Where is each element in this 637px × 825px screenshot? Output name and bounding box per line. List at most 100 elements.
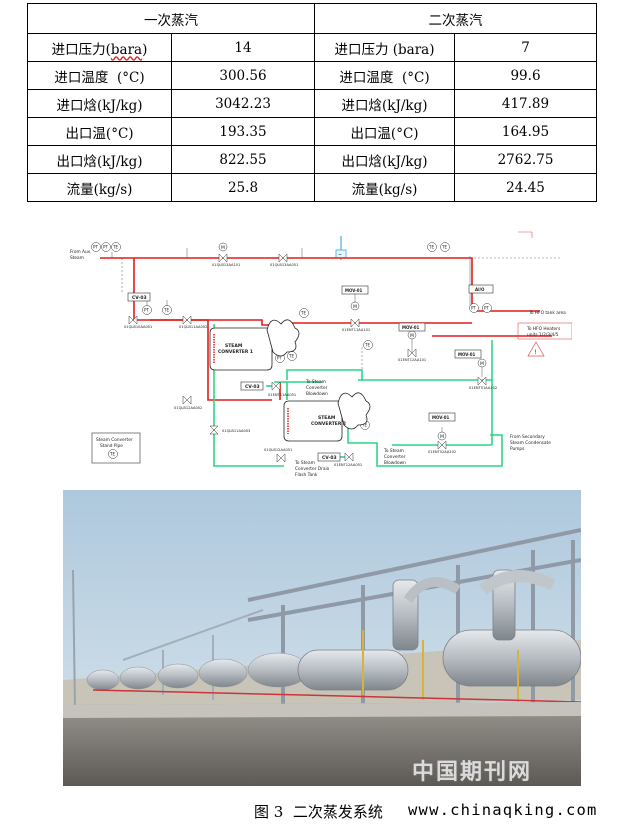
te-indicator: TE [428, 243, 437, 252]
pt-indicator: PT [470, 304, 479, 313]
pt-indicator: PT [102, 243, 111, 252]
svg-text:TE: TE [163, 308, 169, 313]
svg-text:M: M [410, 333, 414, 339]
mov01-box: MOV-01 [455, 350, 481, 358]
secondary-steam-process-diagram: ~ PT PT TE TE TE PT TE TE PT PT TE PT [62, 222, 572, 484]
te-indicator: TE [163, 306, 172, 315]
svg-text:TE: TE [109, 452, 115, 457]
svg-text:units 1/2/3/4/5: units 1/2/3/4/5 [527, 332, 559, 338]
svg-text:MOV-01: MOV-01 [458, 352, 476, 357]
motor-icon: M [219, 243, 227, 251]
svg-text:CV-03: CV-03 [322, 455, 337, 461]
svg-text:01ENT12AA101: 01ENT12AA101 [398, 358, 426, 362]
secondary-label: 流量(kg/s) [315, 174, 455, 202]
secondary-label: 出口焓(kJ/kg) [315, 146, 455, 174]
svg-text:TE: TE [364, 343, 370, 348]
valve-icon [183, 316, 191, 324]
svg-text:01ENT11AA051: 01ENT11AA051 [268, 393, 296, 397]
valve-icon [478, 377, 486, 385]
steam-converter-1: STEAM CONVERTER 1 [210, 320, 299, 370]
svg-text:CONVERTER 2: CONVERTER 2 [311, 421, 346, 427]
primary-label: 流量(kg/s) [28, 174, 172, 202]
svg-text:PT: PT [484, 306, 489, 311]
svg-text:Steam: Steam [70, 255, 84, 261]
svg-text:CV-03: CV-03 [132, 295, 147, 301]
primary-value: 193.35 [172, 118, 315, 146]
cv03-box: CV-03 [241, 382, 263, 390]
svg-text:01QLB13AA051: 01QLB13AA051 [270, 263, 298, 267]
svg-text:01QLB12AA051: 01QLB12AA051 [264, 448, 292, 452]
table-row: 出口温(°C) 193.35 出口温(°C) 164.95 [28, 118, 597, 146]
svg-text:Converter: Converter [306, 385, 328, 391]
table-header-row: 一次蒸汽 二次蒸汽 [28, 4, 597, 34]
svg-text:MOV-01: MOV-01 [402, 325, 420, 330]
table-row: 进口焓(kJ/kg) 3042.23 进口焓(kJ/kg) 417.89 [28, 90, 597, 118]
steam-converter-2: STEAM CONVERTER 2 [284, 393, 370, 441]
svg-text:CV-03: CV-03 [245, 384, 260, 390]
svg-text:To Steam: To Steam [294, 460, 315, 466]
svg-text:01ENT51AA102: 01ENT51AA102 [469, 386, 497, 390]
svg-text:Flash Tank: Flash Tank [295, 472, 318, 478]
svg-text:01QLB13AA101: 01QLB13AA101 [212, 263, 240, 267]
valve-icon [277, 454, 285, 462]
svg-text:01QLB11AA002: 01QLB11AA002 [179, 325, 207, 329]
svg-text:To Steam: To Steam [383, 448, 404, 454]
aux-line: ~ [336, 236, 346, 260]
aio-box: AI/O [469, 285, 493, 293]
svg-text:M: M [440, 434, 444, 440]
cv03-box: CV-03 [318, 453, 340, 461]
svg-text:M: M [480, 361, 484, 367]
secondary-label: 进口温度 (°C) [315, 62, 455, 90]
svg-text:Pumps: Pumps [510, 446, 525, 452]
svg-text:To HFO tank area: To HFO tank area [528, 310, 566, 316]
te-indicator: TE [300, 309, 309, 318]
valve-icon [129, 316, 137, 324]
secondary-value: 417.89 [455, 90, 597, 118]
svg-text:CONVERTER 1: CONVERTER 1 [218, 349, 253, 355]
primary-value: 822.55 [172, 146, 315, 174]
te-indicator: TE [112, 243, 121, 252]
secondary-label: 出口温(°C) [315, 118, 455, 146]
steam-parameter-table: 一次蒸汽 二次蒸汽 进口压力(bara) 14 进口压力 (bara) 7 进口… [27, 3, 597, 202]
photo-watermark: 中国期刊网 [412, 754, 532, 786]
svg-text:01QLB10AA001: 01QLB10AA001 [124, 325, 152, 329]
svg-text:PT: PT [144, 308, 149, 313]
valve-icon [272, 382, 280, 390]
table-row: 流量(kg/s) 25.8 流量(kg/s) 24.45 [28, 174, 597, 202]
pt-indicator: PT [483, 304, 492, 313]
svg-text:TE: TE [428, 245, 434, 250]
primary-steam-header: 一次蒸汽 [28, 4, 315, 34]
secondary-value: 24.45 [455, 174, 597, 202]
svg-text:Converter Drain: Converter Drain [295, 466, 330, 472]
te-indicator: TE [441, 243, 450, 252]
primary-value: 3042.23 [172, 90, 315, 118]
secondary-label: 进口焓(kJ/kg) [315, 90, 455, 118]
svg-text:MOV-01: MOV-01 [432, 415, 450, 420]
primary-label: 进口压力(bara) [28, 34, 172, 62]
primary-label: 出口温(°C) [28, 118, 172, 146]
svg-text:M: M [353, 304, 357, 310]
primary-value: 14 [172, 34, 315, 62]
valve-icon [183, 396, 191, 404]
primary-value: 25.8 [172, 174, 315, 202]
svg-text:01QLB11AA003: 01QLB11AA003 [222, 429, 250, 433]
secondary-value: 7 [455, 34, 597, 62]
svg-text:M: M [221, 245, 225, 251]
svg-text:01QLB12AA002: 01QLB12AA002 [174, 406, 202, 410]
mov01-box: MOV-01 [399, 323, 425, 331]
svg-text:To HFO Heaters: To HFO Heaters [526, 326, 561, 332]
pt-indicator: PT [92, 243, 101, 252]
pt-indicator: PT [143, 306, 152, 315]
svg-text:TE: TE [112, 245, 118, 250]
svg-text:Blowdown: Blowdown [306, 391, 328, 397]
svg-text:Converter: Converter [384, 454, 406, 460]
secondary-value: 2762.75 [455, 146, 597, 174]
primary-label: 进口焓(kJ/kg) [28, 90, 172, 118]
svg-text:STEAM: STEAM [225, 343, 243, 349]
svg-text:To Steam: To Steam [305, 379, 326, 385]
primary-label: 出口焓(kJ/kg) [28, 146, 172, 174]
valve-icon [345, 453, 353, 461]
valve-icon [438, 441, 446, 449]
table-row: 进口温度 (°C) 300.56 进口温度 (°C) 99.6 [28, 62, 597, 90]
valve-icon [210, 426, 218, 434]
